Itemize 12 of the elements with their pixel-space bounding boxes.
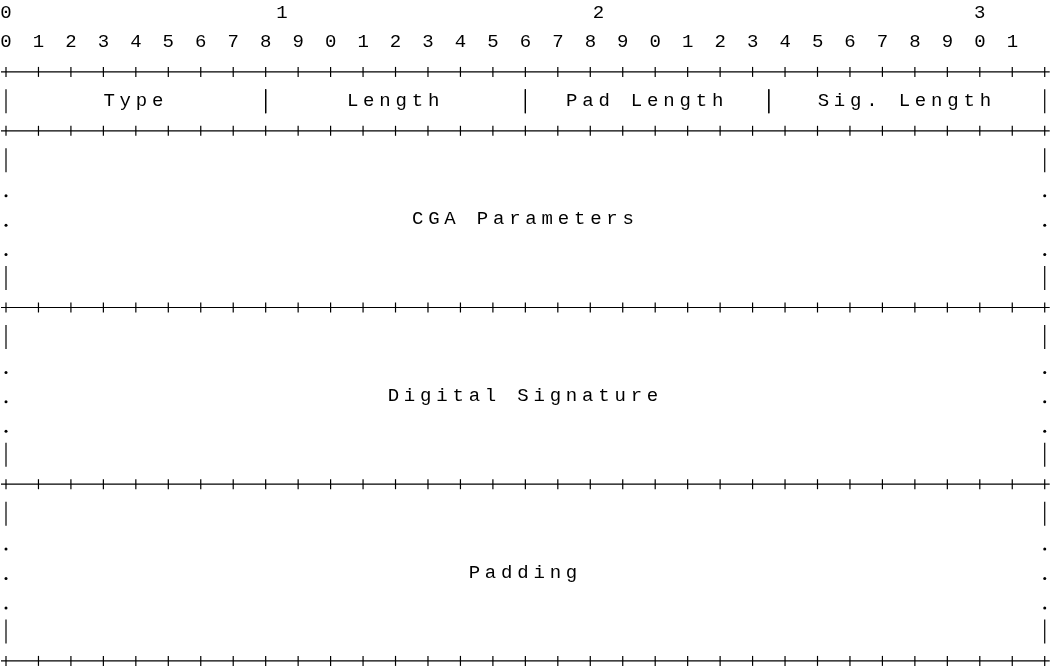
field-name: Pad Length [533, 89, 761, 114]
field-name: CGA Parameters [14, 207, 1037, 232]
field-name: Length [273, 89, 518, 114]
field-name: Type [14, 89, 258, 114]
field-name: Digital Signature [14, 383, 1037, 408]
bit-ruler: 0 1 2 3 4 5 6 7 8 9 0 1 2 3 4 5 6 7 8 9 0 1 2 3 4 5 6 7 8 9 0 1 [0, 31, 1023, 54]
bit-ruler-number: 1 [276, 2, 293, 24]
field-name: Padding [14, 560, 1037, 585]
bit-ruler-number: 2 [592, 2, 609, 24]
bit-ruler-number: 0 [0, 2, 17, 24]
field-name: Sig. Length [776, 89, 1037, 114]
bit-ruler-number: 3 [974, 2, 991, 24]
